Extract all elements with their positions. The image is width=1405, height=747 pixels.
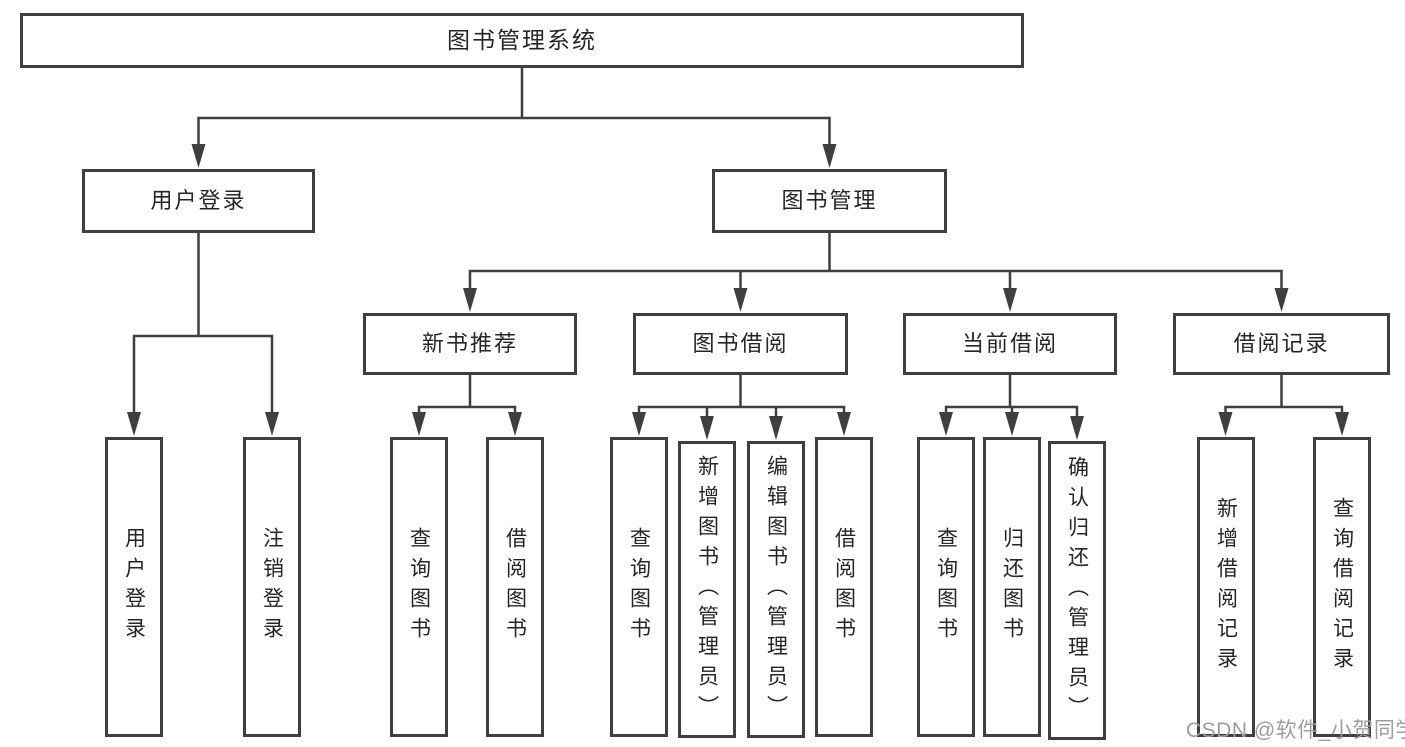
leaf-borrowing-edit-books-admin: 编辑图书（管理员） — [747, 441, 805, 738]
node-label: 归还图书 — [1000, 527, 1024, 647]
node-label: 查询借阅记录 — [1330, 497, 1354, 677]
node-label: 新增图书（管理员） — [695, 454, 719, 725]
node-label: 借阅图书 — [832, 527, 856, 647]
connector-book-management-to-level3 — [468, 231, 1283, 292]
node-borrowing-records: 借阅记录 — [1173, 313, 1390, 375]
node-label: 图书借阅 — [692, 331, 789, 356]
arrow-down-icon — [1274, 288, 1289, 312]
arrow-down-icon — [700, 416, 714, 440]
arrow-down-icon — [837, 412, 851, 436]
leaf-borrowing-borrow-books: 借阅图书 — [815, 437, 873, 737]
leaf-records-query-borrow-record: 查询借阅记录 — [1313, 437, 1371, 737]
arrow-down-icon — [1218, 412, 1233, 436]
leaf-current-return-books: 归还图书 — [983, 437, 1041, 737]
node-label: 用户登录 — [122, 527, 146, 647]
arrow-down-icon — [127, 412, 141, 436]
connector-book-borrowing-to-leaves — [637, 373, 846, 420]
leaf-borrowing-add-books-admin: 新增图书（管理员） — [678, 441, 736, 738]
leaf-recommend-borrow-books: 借阅图书 — [486, 437, 544, 737]
connector-borrowing-records-to-leaves — [1224, 373, 1344, 416]
connector-root-to-level2 — [197, 66, 831, 148]
arrow-down-icon — [939, 412, 953, 436]
arrow-down-icon — [463, 288, 477, 312]
leaf-logout: 注销登录 — [243, 437, 301, 737]
arrow-down-icon — [1005, 412, 1019, 436]
node-label: 借阅记录 — [1233, 331, 1330, 356]
csdn-watermark: CSDN @软件_小贺同学 — [1186, 719, 1405, 742]
node-label: 编辑图书（管理员） — [764, 454, 788, 725]
connector-new-book-recommendation-to-leaves — [417, 373, 517, 416]
node-label: 查询图书 — [407, 527, 431, 647]
node-label: 用户登录 — [150, 188, 247, 213]
arrow-down-icon — [632, 412, 646, 436]
node-current-borrowing: 当前借阅 — [903, 313, 1117, 375]
arrow-down-icon — [412, 412, 426, 436]
leaf-user-login: 用户登录 — [105, 437, 163, 737]
node-label: 借阅图书 — [503, 527, 527, 647]
arrow-down-icon — [191, 144, 206, 168]
leaf-records-add-borrow-record: 新增借阅记录 — [1197, 437, 1255, 737]
node-library-management-system: 图书管理系统 — [20, 13, 1024, 68]
node-book-management: 图书管理 — [712, 169, 947, 233]
node-label: 查询图书 — [934, 527, 958, 647]
node-user-login: 用户登录 — [82, 169, 315, 233]
arrow-down-icon — [1070, 416, 1084, 440]
arrow-down-icon — [508, 412, 522, 436]
leaf-current-confirm-return-admin: 确认归还（管理员） — [1048, 441, 1106, 740]
arrow-down-icon — [769, 416, 783, 440]
node-book-borrowing: 图书借阅 — [633, 313, 848, 375]
connector-user-login-to-leaves — [132, 231, 274, 416]
node-label: 查询图书 — [627, 527, 651, 647]
node-label: 图书管理系统 — [447, 27, 597, 53]
arrow-down-icon — [733, 288, 748, 312]
arrow-down-icon — [1003, 288, 1017, 312]
node-label: 当前借阅 — [961, 331, 1058, 356]
arrow-down-icon — [265, 412, 279, 436]
leaf-borrowing-query-books: 查询图书 — [610, 437, 668, 737]
leaf-recommend-query-books: 查询图书 — [390, 437, 448, 737]
node-label: 新增借阅记录 — [1214, 497, 1238, 677]
node-new-book-recommendation: 新书推荐 — [363, 313, 577, 375]
node-label: 确认归还（管理员） — [1065, 455, 1089, 726]
node-label: 图书管理 — [781, 188, 878, 213]
arrow-down-icon — [822, 144, 837, 168]
connector-current-borrowing-to-leaves — [944, 373, 1079, 420]
arrow-down-icon — [1335, 412, 1349, 436]
node-label: 注销登录 — [260, 527, 284, 647]
leaf-current-query-books: 查询图书 — [917, 437, 975, 737]
node-label: 新书推荐 — [421, 331, 518, 356]
